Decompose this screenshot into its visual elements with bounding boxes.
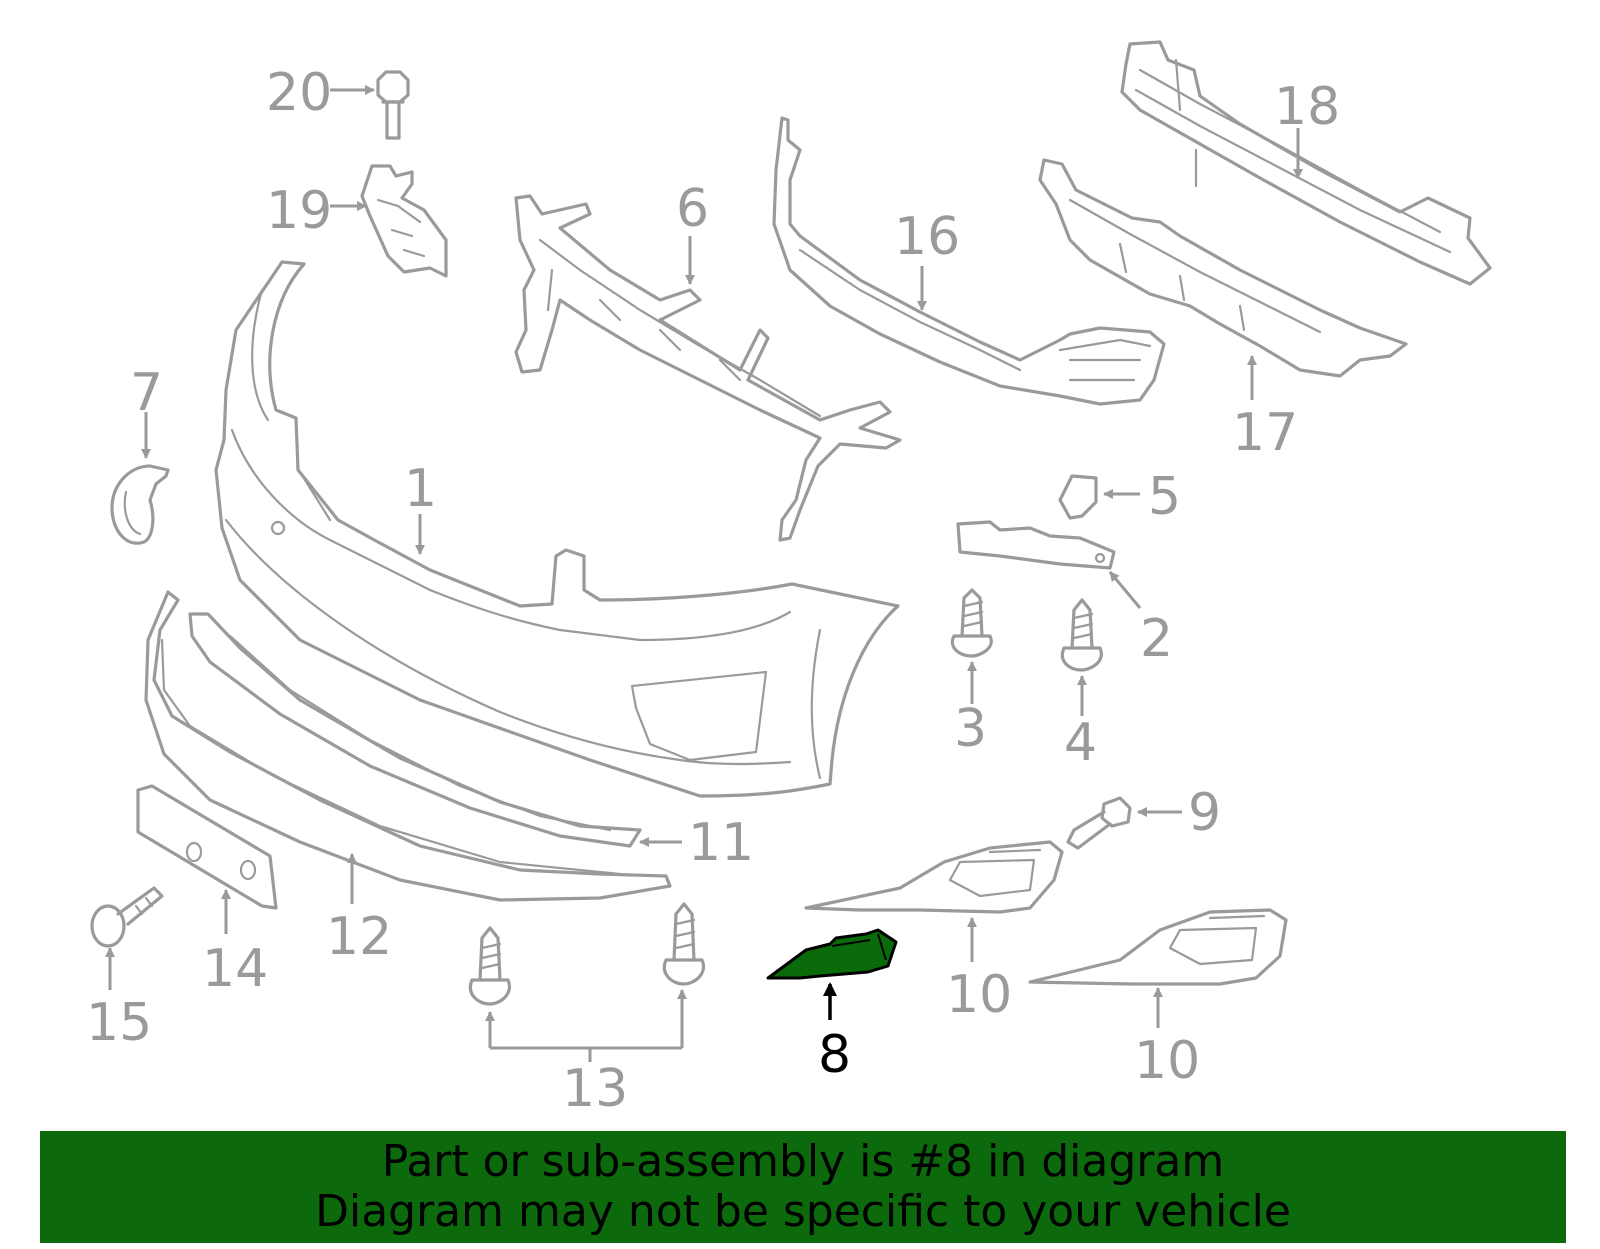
part-9-bolt xyxy=(1066,796,1182,850)
part-17-absorber xyxy=(1038,158,1408,400)
callout-10-upper: 10 xyxy=(946,965,1012,1025)
callout-16: 16 xyxy=(894,207,960,267)
part-19-bracket xyxy=(330,164,448,278)
callout-10-lower: 10 xyxy=(1134,1031,1200,1091)
callout-2: 2 xyxy=(1140,609,1173,669)
callout-7: 7 xyxy=(130,363,163,423)
part-4-screw xyxy=(1060,598,1103,716)
callout-9: 9 xyxy=(1188,783,1221,843)
part-1-bumper-cover xyxy=(214,260,900,798)
banner-line-2: Diagram may not be specific to your vehi… xyxy=(315,1186,1291,1237)
callout-15: 15 xyxy=(86,993,152,1053)
callout-11: 11 xyxy=(688,813,754,873)
callout-19: 19 xyxy=(266,181,332,241)
part-16-beam xyxy=(772,116,1166,406)
callout-1: 1 xyxy=(404,459,437,519)
part-14-plate xyxy=(136,784,278,934)
part-2-bracket xyxy=(956,520,1142,609)
callout-4: 4 xyxy=(1064,713,1097,773)
part-10-upper-insert xyxy=(804,840,1064,962)
part-10-lower-insert xyxy=(1028,908,1288,1028)
callout-14: 14 xyxy=(202,939,268,999)
part-13-screws xyxy=(468,902,705,1062)
part-20-bolt xyxy=(330,70,410,140)
part-8-highlighted xyxy=(766,928,898,1020)
callout-13: 13 xyxy=(562,1059,628,1119)
part-11-strip xyxy=(188,612,682,848)
info-banner: Part or sub-assembly is #8 in diagram Di… xyxy=(40,1131,1566,1243)
part-5-clip xyxy=(1058,474,1140,520)
part-15-pushpin xyxy=(90,886,164,990)
callout-20: 20 xyxy=(266,63,332,123)
part-6-carrier xyxy=(514,194,902,542)
callout-6: 6 xyxy=(676,179,709,239)
callout-3: 3 xyxy=(954,699,987,759)
parts-diagram: 20 19 7 1 6 16 18 17 5 2 3 4 9 10 10 8 1… xyxy=(86,40,1492,1119)
callout-17: 17 xyxy=(1232,403,1298,463)
part-7-clip xyxy=(110,412,170,545)
callout-5: 5 xyxy=(1148,467,1181,527)
callout-18: 18 xyxy=(1274,77,1340,137)
callout-8: 8 xyxy=(818,1025,851,1085)
part-12-lip xyxy=(144,590,672,904)
part-18-reinforcement xyxy=(1120,40,1492,286)
banner-line-1: Part or sub-assembly is #8 in diagram xyxy=(381,1136,1225,1187)
part-3-screw xyxy=(950,588,993,704)
callout-12: 12 xyxy=(326,907,392,967)
